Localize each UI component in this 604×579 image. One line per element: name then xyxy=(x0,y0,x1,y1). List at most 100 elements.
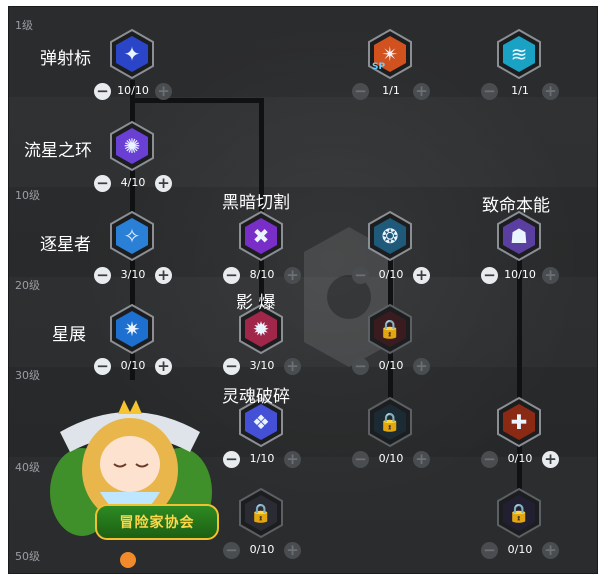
skill-node-whirlwind[interactable]: ≋ xyxy=(493,28,545,80)
skill-node-locked[interactable]: 🔒 xyxy=(364,396,416,448)
princess-mascot-icon xyxy=(50,400,212,568)
decrease-button[interactable]: − xyxy=(223,451,240,468)
vortex-icon: ❂ xyxy=(381,224,399,248)
increase-button[interactable]: + xyxy=(413,358,430,375)
tree-connector xyxy=(130,98,264,103)
decrease-button[interactable]: − xyxy=(94,267,111,284)
skill-count: 0/10 xyxy=(507,543,533,556)
decrease-button[interactable]: − xyxy=(481,451,498,468)
lock-icon: 🔒 xyxy=(378,411,402,433)
sp-badge: SP xyxy=(372,62,386,72)
skill-node-dart[interactable]: ✦ xyxy=(106,28,158,80)
decrease-button[interactable]: − xyxy=(94,83,111,100)
skill-points-c3-r3: − 0/10 + xyxy=(352,358,430,376)
skill-node-star-spread[interactable]: ✷ xyxy=(106,303,158,355)
skill-points-dart: − 10/10 + xyxy=(94,83,172,101)
flame-sword-icon: ✚ xyxy=(510,410,528,434)
increase-button[interactable]: + xyxy=(284,451,301,468)
increase-button[interactable]: + xyxy=(155,175,172,192)
skill-points-c3-r2: − 0/10 + xyxy=(352,267,430,285)
increase-button[interactable]: + xyxy=(155,83,172,100)
tree-connector xyxy=(388,348,393,398)
skill-name-soul-shatter: 灵魂破碎 xyxy=(222,387,290,407)
tree-connector xyxy=(517,250,522,400)
decrease-button[interactable]: − xyxy=(223,542,240,559)
decrease-button[interactable]: − xyxy=(352,83,369,100)
skill-count: 0/10 xyxy=(249,543,275,556)
level-label-30: 30级 xyxy=(15,369,40,382)
decrease-button[interactable]: − xyxy=(94,175,111,192)
increase-button[interactable]: + xyxy=(413,451,430,468)
skill-node-c3-r2[interactable]: ❂ xyxy=(364,210,416,262)
decrease-button[interactable]: − xyxy=(352,451,369,468)
skill-count: 1/1 xyxy=(382,84,400,97)
skill-node-locked[interactable]: 🔒 xyxy=(235,487,287,539)
skill-node-locked[interactable]: 🔒 xyxy=(364,303,416,355)
skill-points-soul-shatter: − 1/10 + xyxy=(223,451,301,469)
meteor-ring-icon: ✺ xyxy=(123,134,141,158)
level-label-50: 50级 xyxy=(15,550,40,563)
skill-name-dark-cut: 黑暗切割 xyxy=(222,193,290,213)
skill-points-whirlwind: − 1/1 + xyxy=(481,83,559,101)
skill-node-soul-shatter[interactable]: ❖ xyxy=(235,396,287,448)
skill-node-shadow-burst[interactable]: ✹ xyxy=(235,303,287,355)
decrease-button[interactable]: − xyxy=(352,358,369,375)
skill-node-sp[interactable]: ✴ SP xyxy=(364,28,416,80)
skill-count: 0/10 xyxy=(378,359,404,372)
star-chaser-icon: ✧ xyxy=(123,224,141,248)
level-label-10: 10级 xyxy=(15,189,40,202)
decrease-button[interactable]: − xyxy=(223,267,240,284)
increase-button[interactable]: + xyxy=(413,267,430,284)
decrease-button[interactable]: − xyxy=(352,267,369,284)
skill-points-c4-r4: − 0/10 + xyxy=(481,542,559,560)
lock-icon: 🔒 xyxy=(507,502,531,524)
shuriken-icon: ✦ xyxy=(123,42,141,66)
increase-button[interactable]: + xyxy=(542,83,559,100)
skill-count: 0/10 xyxy=(120,359,146,372)
level-label-40: 40级 xyxy=(15,461,40,474)
tree-connector xyxy=(259,98,264,218)
logo-text: 冒险家协会 xyxy=(95,504,219,540)
skill-node-c4-r3[interactable]: ✚ xyxy=(493,396,545,448)
increase-button[interactable]: + xyxy=(413,83,430,100)
soul-shatter-icon: ❖ xyxy=(252,410,270,434)
skill-count: 0/10 xyxy=(507,452,533,465)
lock-icon: 🔒 xyxy=(249,502,273,524)
skill-node-meteor-ring[interactable]: ✺ xyxy=(106,120,158,172)
skill-node-dark-cut[interactable]: ✖ xyxy=(235,210,287,262)
decrease-button[interactable]: − xyxy=(481,542,498,559)
increase-button[interactable]: + xyxy=(542,451,559,468)
skill-name-dart: 弹射标 xyxy=(40,49,91,69)
shadow-burst-icon: ✹ xyxy=(252,317,270,341)
skill-node-locked[interactable]: 🔒 xyxy=(493,487,545,539)
tree-connector xyxy=(517,440,522,490)
skill-count: 0/10 xyxy=(378,452,404,465)
skill-count: 8/10 xyxy=(249,268,275,281)
decrease-button[interactable]: − xyxy=(223,358,240,375)
increase-button[interactable]: + xyxy=(284,267,301,284)
skill-points-c2-r4: − 0/10 + xyxy=(223,542,301,560)
increase-button[interactable]: + xyxy=(155,358,172,375)
increase-button[interactable]: + xyxy=(542,542,559,559)
increase-button[interactable]: + xyxy=(155,267,172,284)
decrease-button[interactable]: − xyxy=(481,267,498,284)
skill-points-fatal-instinct: − 10/10 + xyxy=(481,267,559,285)
increase-button[interactable]: + xyxy=(284,542,301,559)
skill-count: 1/1 xyxy=(511,84,529,97)
increase-button[interactable]: + xyxy=(284,358,301,375)
skill-name-fatal-instinct: 致命本能 xyxy=(482,196,550,216)
skill-points-c4-r3: − 0/10 + xyxy=(481,451,559,469)
tree-connector xyxy=(388,250,393,315)
skill-count: 3/10 xyxy=(120,268,146,281)
skill-points-star-chaser: − 3/10 + xyxy=(94,267,172,285)
skill-node-star-chaser[interactable]: ✧ xyxy=(106,210,158,262)
skill-points-c3-r4: − 0/10 + xyxy=(352,451,430,469)
decrease-button[interactable]: − xyxy=(94,358,111,375)
decrease-button[interactable]: − xyxy=(481,83,498,100)
skill-name-star-chaser: 逐星者 xyxy=(40,235,91,255)
skill-count: 10/10 xyxy=(117,84,149,97)
skill-count: 0/10 xyxy=(378,268,404,281)
skill-node-fatal-instinct[interactable]: ☗ xyxy=(493,210,545,262)
increase-button[interactable]: + xyxy=(542,267,559,284)
